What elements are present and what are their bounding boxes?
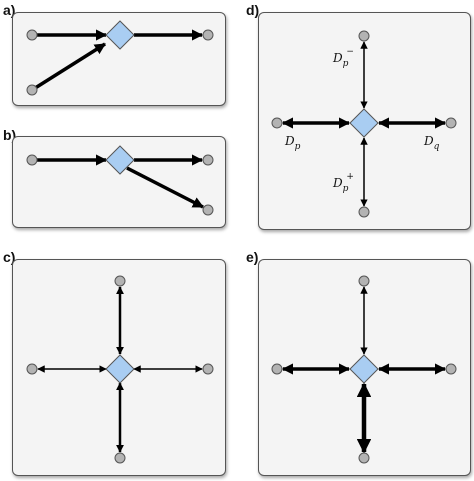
label-dp-minus: Dp− [332,47,354,69]
panel-d-graph: Dp− Dp Dq Dp+ [271,30,457,218]
arrow-b-center-to-lower-right [126,166,204,209]
diamond-b [105,145,135,175]
node-c-bottom [114,452,126,464]
diamond-e [349,354,379,384]
node-c-top [114,275,126,287]
node-d-bottom [358,206,370,218]
node-e-bottom [358,452,370,464]
label-dp: Dp [284,134,301,152]
node-e-top [358,275,370,287]
panel-a-graph [26,20,214,96]
node-a-lower-left [26,84,38,96]
node-d-top [358,30,370,42]
node-c-left [26,363,38,375]
node-b-left [26,154,38,166]
node-c-right [202,363,214,375]
node-e-right [445,363,457,375]
diamond-d [349,108,379,138]
node-b-right [202,154,214,166]
label-dq: Dq [423,134,440,152]
node-e-left [271,363,283,375]
node-a-left [26,29,38,41]
arrow-a-lower-to-center [31,42,106,92]
node-d-left [271,117,283,129]
diamond-a [105,20,135,50]
label-dp-plus: Dp+ [332,172,354,194]
panel-c-graph [26,275,214,464]
node-d-right [445,117,457,129]
panel-e-graph [271,275,457,464]
panel-b-graph [26,145,214,216]
node-b-lower-right [202,204,214,216]
panel-label-e: e) [246,249,259,265]
node-a-right [202,29,214,41]
panel-label-d: d) [246,2,260,18]
diamond-c [105,354,135,384]
